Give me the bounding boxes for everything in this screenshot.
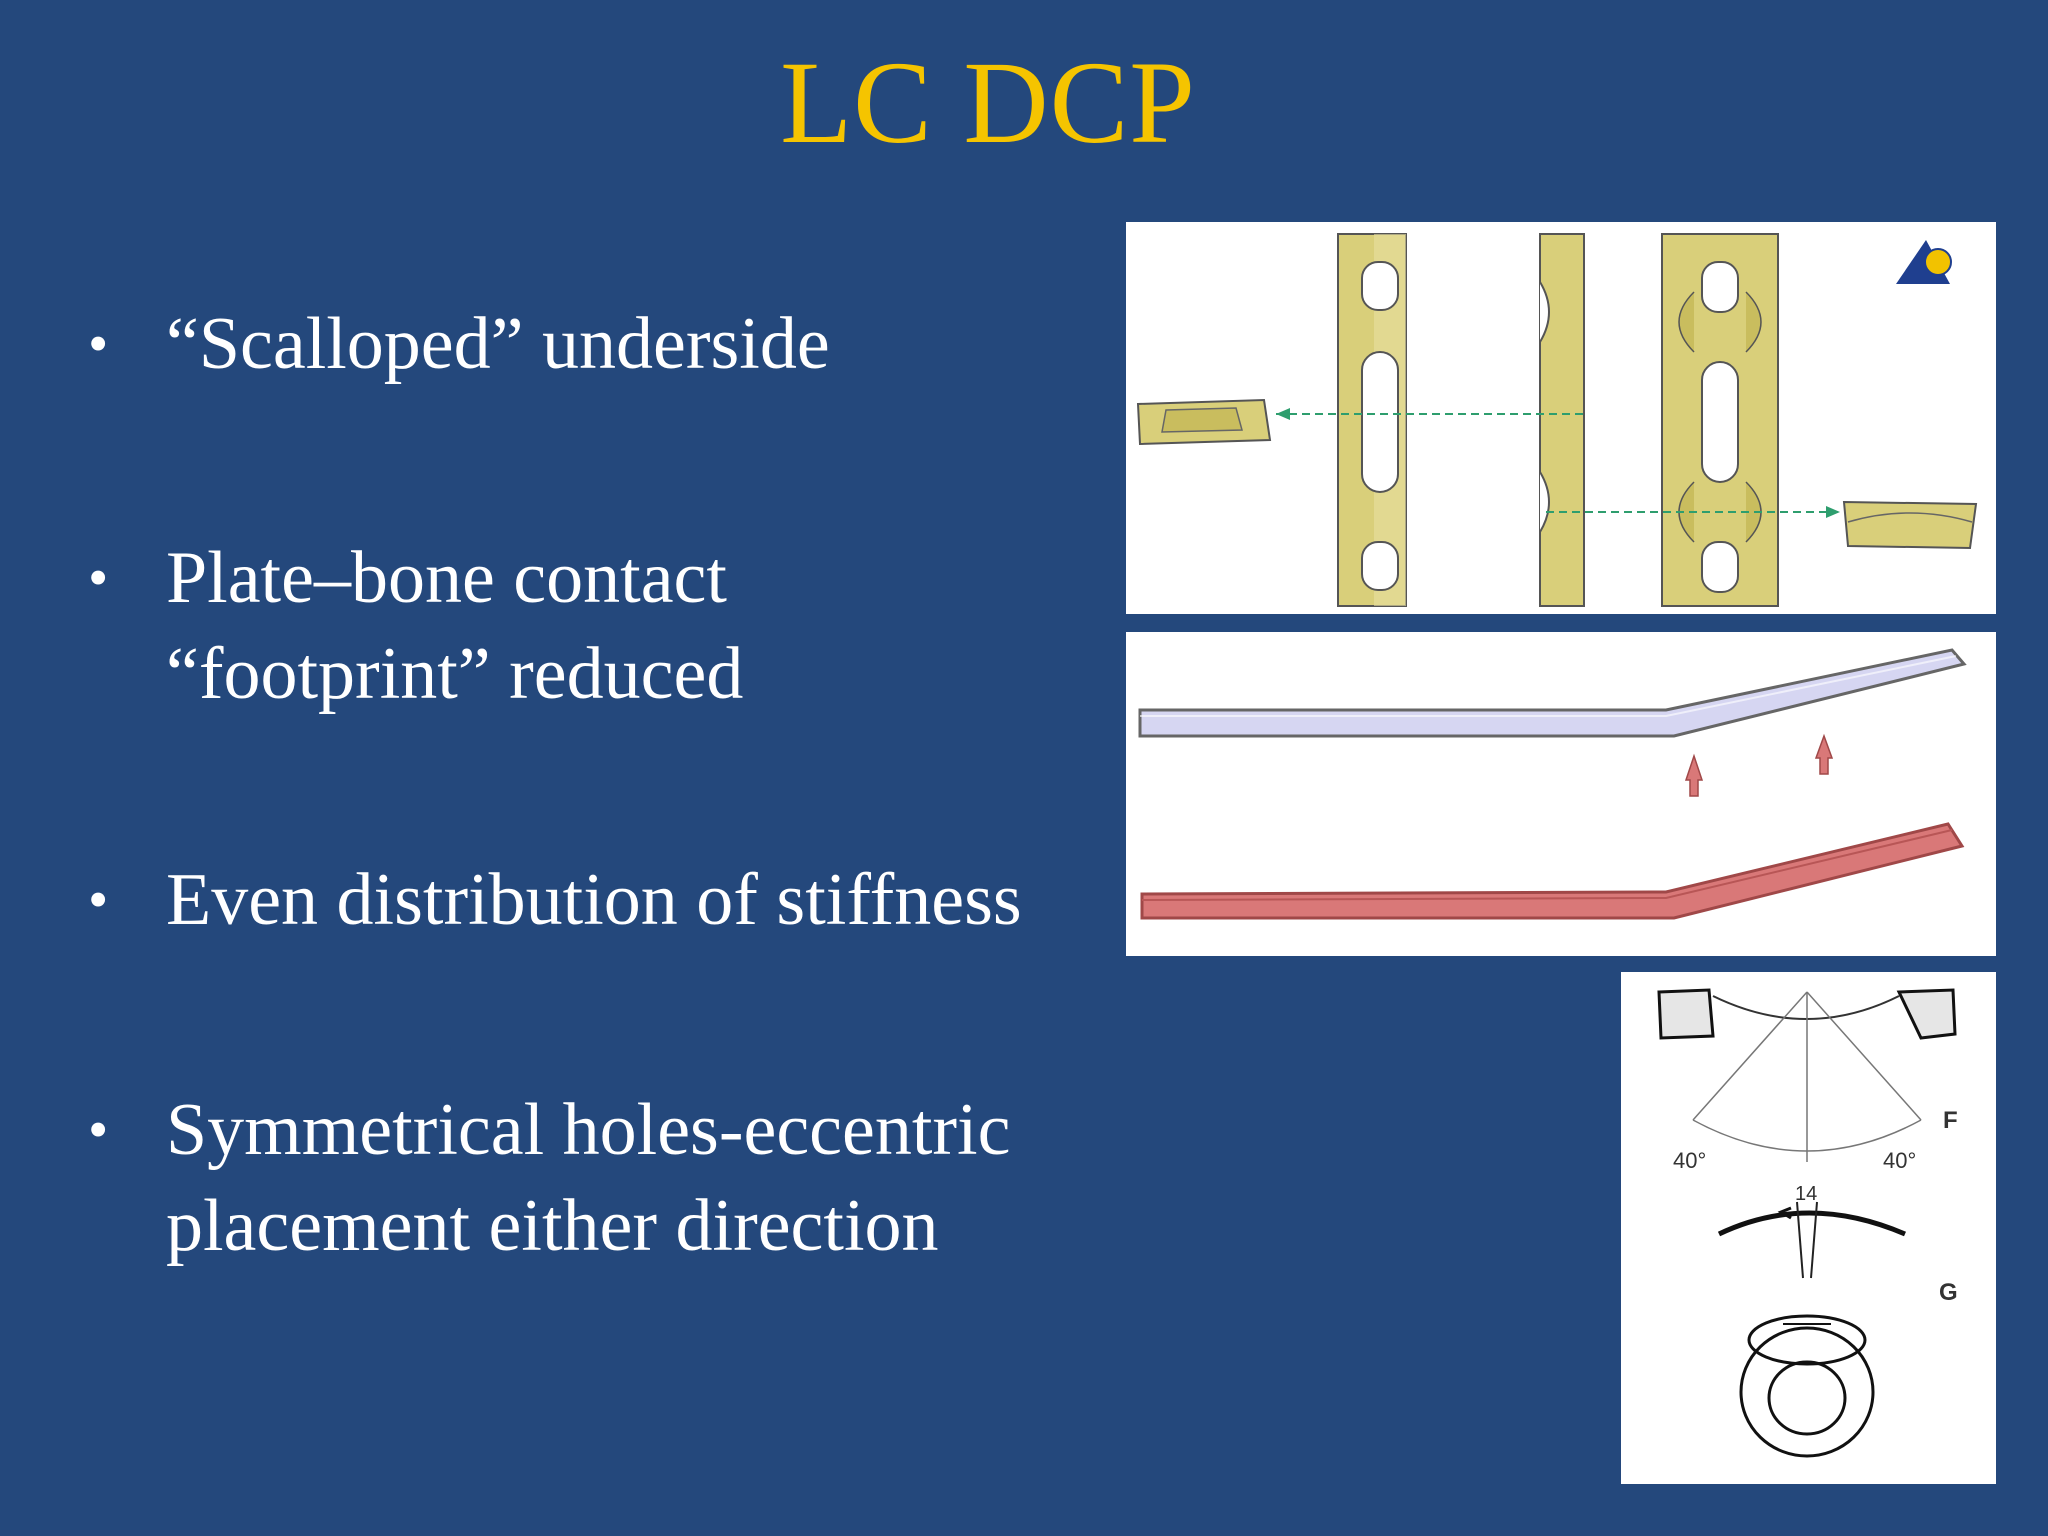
screw-angle-illustration: 40° 40° F 14 G xyxy=(1657,988,1958,1458)
scalloped-plate-illustration xyxy=(1136,233,1978,607)
width-label: 14 xyxy=(1795,1183,1817,1205)
label-f: F xyxy=(1943,1107,1958,1134)
bullet-text: Even distribution of stiffness xyxy=(166,852,1022,948)
bullet-symbol: • xyxy=(88,867,109,932)
bullet-symbol: • xyxy=(88,545,109,610)
bullet-line: Symmetrical holes-eccentric xyxy=(166,1089,1011,1171)
bullet-symbol: • xyxy=(88,1097,109,1162)
bullet-line: “Scalloped” underside xyxy=(166,303,830,385)
slide-title: LC DCP xyxy=(780,37,1196,168)
bullet-line: “footprint” reduced xyxy=(166,633,744,715)
bullet-text: Symmetrical holes-eccentric placement ei… xyxy=(166,1082,1010,1274)
stiffness-plates-illustration xyxy=(1138,648,1967,920)
figure-scalloped-plate xyxy=(1126,222,1996,614)
bullet-line: placement either direction xyxy=(166,1185,939,1267)
angle-label-right: 40° xyxy=(1883,1148,1916,1173)
figure-stiffness-plates xyxy=(1126,632,1996,956)
bullet-line: Plate–bone contact xyxy=(166,537,727,619)
bullet-text: Plate–bone contact “footprint” reduced xyxy=(166,530,743,722)
bullet-text: “Scalloped” underside xyxy=(166,296,830,392)
angle-label-left: 40° xyxy=(1673,1148,1706,1173)
bullet-symbol: • xyxy=(88,311,109,376)
figure-screw-angle-diagram: 40° 40° F 14 G xyxy=(1621,972,1996,1484)
label-g: G xyxy=(1939,1279,1958,1306)
bullet-line: Even distribution of stiffness xyxy=(166,859,1022,941)
